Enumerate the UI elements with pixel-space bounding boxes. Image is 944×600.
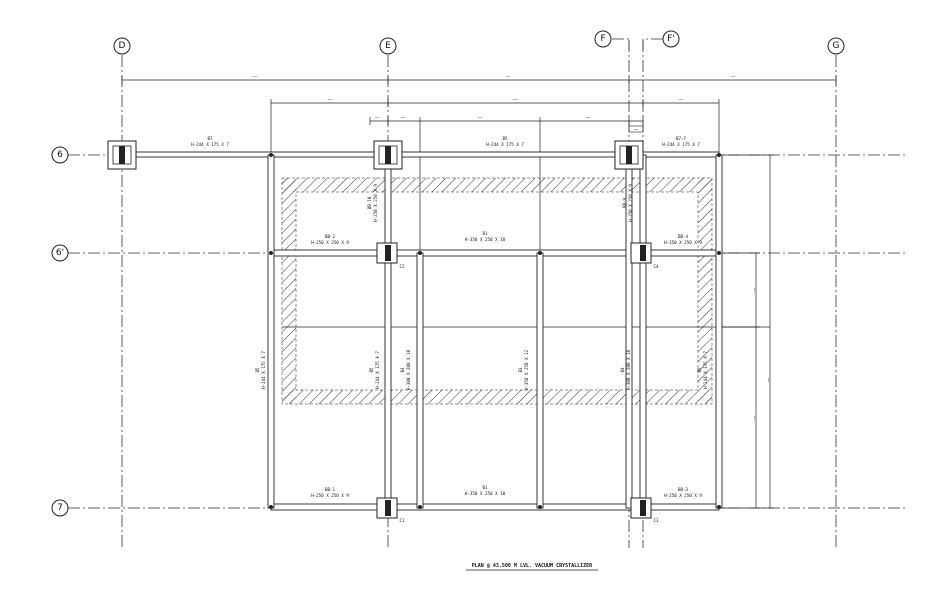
column-mark-c2: C2 (399, 264, 405, 269)
beam-col-540 (536, 252, 544, 509)
column-D6 (107, 140, 137, 170)
beam-section-b5-top: H-244 X 175 X 7 (486, 142, 524, 147)
beam-section-v3: H-300 X 200 X 10 (406, 349, 411, 390)
dim-mid-2: —— (513, 97, 518, 102)
right-dimensions: —— —— —— (719, 154, 774, 509)
column-mark-c4: C4 (653, 264, 659, 269)
beam-section-b7-right: H-244 X 175 X 7 (662, 142, 700, 147)
beam-section-bb3: H-250 X 250 X 9 (664, 493, 702, 498)
grid-bubble-F: F (594, 30, 612, 48)
grid-label-6: 6 (57, 150, 63, 160)
grid-line-F-leader (612, 38, 630, 50)
grid-bubble-D: D (113, 37, 131, 55)
grid-label-D: D (119, 41, 126, 51)
beam-section-b1-mid: H-350 X 250 X 10 (465, 237, 506, 242)
column-F6 (614, 140, 644, 170)
grid-bubble-6: 6 (51, 146, 69, 164)
grid-bubble-E: E (379, 37, 397, 55)
column-E6p (376, 242, 398, 264)
column-E6 (373, 140, 403, 170)
beam-mark-bb2: BB-2 (325, 234, 336, 239)
dim-mid-3: —— (679, 97, 684, 102)
top-dimensions: —— —— —— —— —— —— —— —— —— —— —— (121, 74, 837, 250)
beam-col-right (715, 154, 723, 509)
beam-section-bc2: H-250 X 250 X 9 (628, 184, 633, 222)
grid-label-6p: 6' (56, 248, 64, 258)
grid-label-7: 7 (57, 503, 63, 513)
beam-row7 (270, 503, 720, 511)
column-E7 (376, 497, 398, 519)
column-Fp6p (630, 242, 652, 264)
vertical-beam-labels: B5 H-244 X 175 X 7 B5 H-244 X 175 X 7 B4… (255, 184, 708, 391)
beam-mark-b1-mid: B1 (482, 231, 488, 236)
dim-inner-3: —— (478, 115, 483, 120)
column-marks: C2 C4 C1 C3 (399, 264, 659, 523)
beam-col-420 (416, 252, 424, 509)
dim-inner-1: —— (375, 115, 380, 120)
beam-section-v6: H-244 X 175 X 7 (703, 351, 708, 389)
dim-overall-1: —— (253, 74, 258, 79)
grid-label-G: G (833, 41, 840, 51)
beam-mark-b7-right: B7-7 (676, 136, 687, 141)
beam-mark-bb4: BB-4 (678, 234, 689, 239)
dim-overall-2: —— (506, 74, 511, 79)
beam-col-E (384, 154, 392, 509)
beam-mark-b1-bot: B1 (482, 485, 488, 490)
grid-bubble-6p: 6' (51, 244, 69, 262)
beam-mark-v4: B3 (518, 367, 523, 373)
grid-bubble-G: G (827, 37, 845, 55)
beam-section-b1-bot: H-350 X 250 X 10 (465, 491, 506, 496)
dim-inner-4: —— (586, 115, 591, 120)
beam-section-v5: H-300 X 200 X 10 (626, 349, 631, 390)
beam-section-b7-top: H-244 X 175 X 7 (191, 142, 229, 147)
beam-section-v4: H-350 X 250 X 12 (524, 349, 529, 390)
column-mark-c1: C1 (399, 518, 405, 523)
beam-mark-bc1: BB-10 (367, 196, 372, 209)
beam-row6-mid (387, 151, 630, 158)
beam-mark-b7-top: B7 (207, 136, 213, 141)
grid-label-E: E (385, 41, 391, 51)
beam-row6-left (121, 151, 389, 158)
grid-line-Fp-leader (642, 38, 663, 50)
beam-mark-b5-top: B5 (502, 136, 508, 141)
grid-lines (68, 38, 905, 548)
columns (107, 140, 721, 519)
dim-right-outer: —— (766, 378, 771, 383)
beam-mark-bb1: BB-1 (325, 487, 336, 492)
beam-mark-v6: B5 (697, 367, 702, 373)
column-mark-c3: C3 (653, 518, 659, 523)
plan-title: PLAN @ 43.500 M LVL. VACUUM CRYSTALLIZER (472, 563, 593, 569)
beam-section-bb4: H-250 X 250 X 9 (664, 240, 702, 245)
dim-mid-1: —— (328, 97, 333, 102)
beam-col-Fp (639, 154, 647, 509)
grid-bubble-Fp: F' (662, 30, 680, 48)
beam-section-bc1: H-250 X 250 X 9 (373, 184, 378, 222)
dim-right-inner-2: —— (752, 416, 757, 421)
beam-section-v2: H-244 X 175 X 7 (375, 351, 380, 389)
dim-overall-3: —— (731, 74, 736, 79)
drawing-title: PLAN @ 43.500 M LVL. VACUUM CRYSTALLIZER (466, 563, 598, 571)
horizontal-beam-labels: B7 H-244 X 175 X 7 B5 H-244 X 175 X 7 B7… (191, 136, 702, 498)
beam-mark-v1: B5 (255, 367, 260, 373)
grid-label-Fp: F' (667, 34, 675, 44)
dim-inner-5: —— (634, 127, 639, 132)
grid-bubble-7: 7 (51, 499, 69, 517)
beam-section-v1: H-244 X 175 X 7 (261, 351, 266, 389)
beam-mark-bc2: BB-9 (622, 197, 627, 208)
column-Fp7 (630, 497, 652, 519)
beam-mark-v2: B5 (369, 367, 374, 373)
dim-inner-2: —— (401, 115, 406, 120)
beam-row6p (270, 249, 720, 257)
vertical-beams (267, 154, 723, 509)
grid-bubbles: D E F F' G 6 6' 7 (51, 30, 845, 517)
beam-col-left (267, 154, 275, 509)
beam-mark-v3: B4 (400, 367, 405, 373)
beam-section-bb1: H-250 X 250 X 9 (311, 493, 349, 498)
dim-right-inner-1: —— (752, 288, 757, 293)
beam-mark-v5: B4 (620, 367, 625, 373)
beam-mark-bb3: BB-3 (678, 487, 689, 492)
grid-label-F: F (600, 34, 605, 44)
beam-section-bb2: H-250 X 250 X 9 (311, 240, 349, 245)
